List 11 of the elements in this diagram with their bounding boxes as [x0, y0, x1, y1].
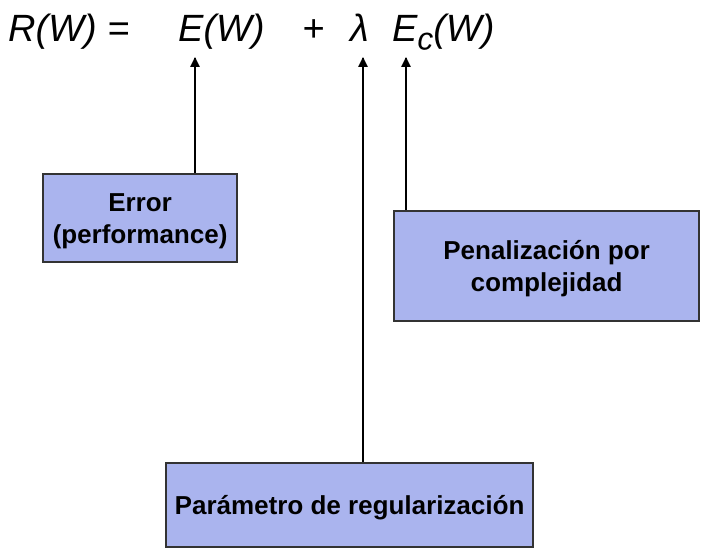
- annotation-box: Penalización por complejidad: [393, 210, 700, 322]
- arrow: [401, 57, 411, 210]
- arrow: [190, 57, 200, 173]
- annotation-box: Error (performance): [42, 173, 238, 263]
- annotation-box: Parámetro de regularización: [165, 462, 534, 548]
- formula-symbol: λ: [350, 4, 369, 54]
- formula-term: E(W): [178, 4, 265, 54]
- formula-text: R(W) =: [8, 7, 130, 52]
- formula-term: E$_{c}$(W): [392, 4, 494, 64]
- formula-operator: +: [302, 7, 324, 52]
- arrow: [358, 57, 368, 462]
